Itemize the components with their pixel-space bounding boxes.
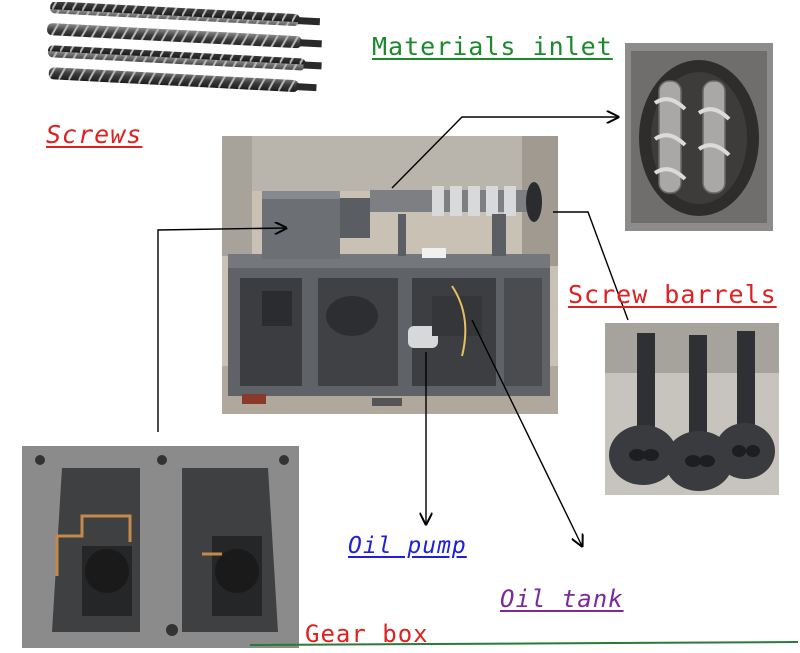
oil-pump-label: Oil pump [348, 533, 467, 559]
screws-photo [47, 2, 322, 92]
screws-label: Screws [46, 120, 143, 149]
materials-inlet-pointer [391, 117, 618, 189]
gear-box-label: Gear box [305, 620, 429, 648]
materials-inlet-photo [625, 43, 773, 231]
screw-barrels-photo [605, 323, 779, 495]
extruder-machine-photo [222, 136, 558, 414]
ground-line [249, 641, 799, 646]
oil-tank-label: Oil tank [500, 585, 624, 613]
oil-tank-pointer [471, 319, 582, 546]
materials-inlet-label: Materials inlet [372, 32, 613, 61]
gear-box-pointer [157, 228, 286, 432]
gear-box-photo [22, 446, 299, 648]
screw-barrels-label: Screw barrels [568, 280, 777, 309]
screw-barrels-pointer [553, 211, 629, 321]
